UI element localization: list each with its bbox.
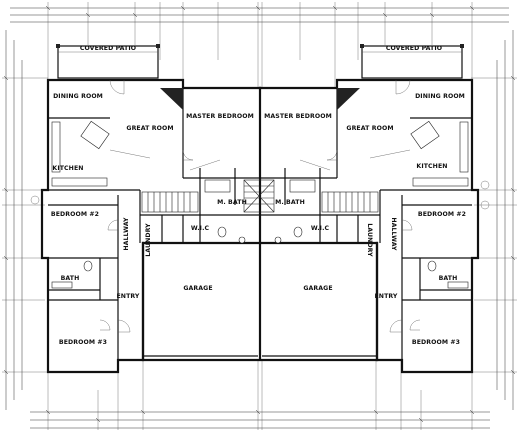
fixtures <box>51 88 469 289</box>
kitchen-right-label: KITCHEN <box>416 163 447 170</box>
garage-right-label: GARAGE <box>303 285 332 292</box>
room-labels: COVERED PATIO COVERED PATIO DINING ROOM … <box>51 45 466 346</box>
wic-left-label: W.I.C <box>191 225 210 232</box>
bath-left-label: BATH <box>61 275 80 282</box>
bedroom2-right-label: BEDROOM #2 <box>418 211 466 218</box>
mbath-left-label: M. BATH <box>217 199 247 206</box>
hallway-right-label: HALLWAY <box>390 217 397 251</box>
annotation-lines <box>30 149 490 210</box>
covered-patio-left-label: COVERED PATIO <box>80 45 136 52</box>
great-left-label: GREAT ROOM <box>126 125 173 132</box>
wic-right-label: W.I.C <box>311 225 330 232</box>
master-left-label: MASTER BEDROOM <box>186 113 254 120</box>
bath-right-label: BATH <box>439 275 458 282</box>
garage-left-label: GARAGE <box>183 285 212 292</box>
covered-patio-right-label: COVERED PATIO <box>386 45 442 52</box>
stairs <box>141 179 379 213</box>
bedroom2-left-label: BEDROOM #2 <box>51 211 99 218</box>
hallway-left-label: HALLWAY <box>123 217 130 251</box>
doors <box>99 79 421 333</box>
bedroom3-right-label: BEDROOM #3 <box>412 339 460 346</box>
entry-right-label: ENTRY <box>374 293 397 300</box>
bedroom3-left-label: BEDROOM #3 <box>59 339 107 346</box>
dining-right-label: DINING ROOM <box>415 93 465 100</box>
covered-patios <box>56 44 464 79</box>
master-right-label: MASTER BEDROOM <box>264 113 332 120</box>
great-right-label: GREAT ROOM <box>346 125 393 132</box>
laundry-left-label: LAUNDRY <box>145 223 152 257</box>
exterior-walls <box>40 78 480 374</box>
laundry-right-label: LAUNDRY <box>366 223 373 257</box>
kitchen-left-label: KITCHEN <box>52 165 83 172</box>
entry-left-label: ENTRY <box>116 293 139 300</box>
dining-left-label: DINING ROOM <box>53 93 103 100</box>
mbath-right-label: M. BATH <box>275 199 305 206</box>
interior-walls <box>48 88 472 360</box>
